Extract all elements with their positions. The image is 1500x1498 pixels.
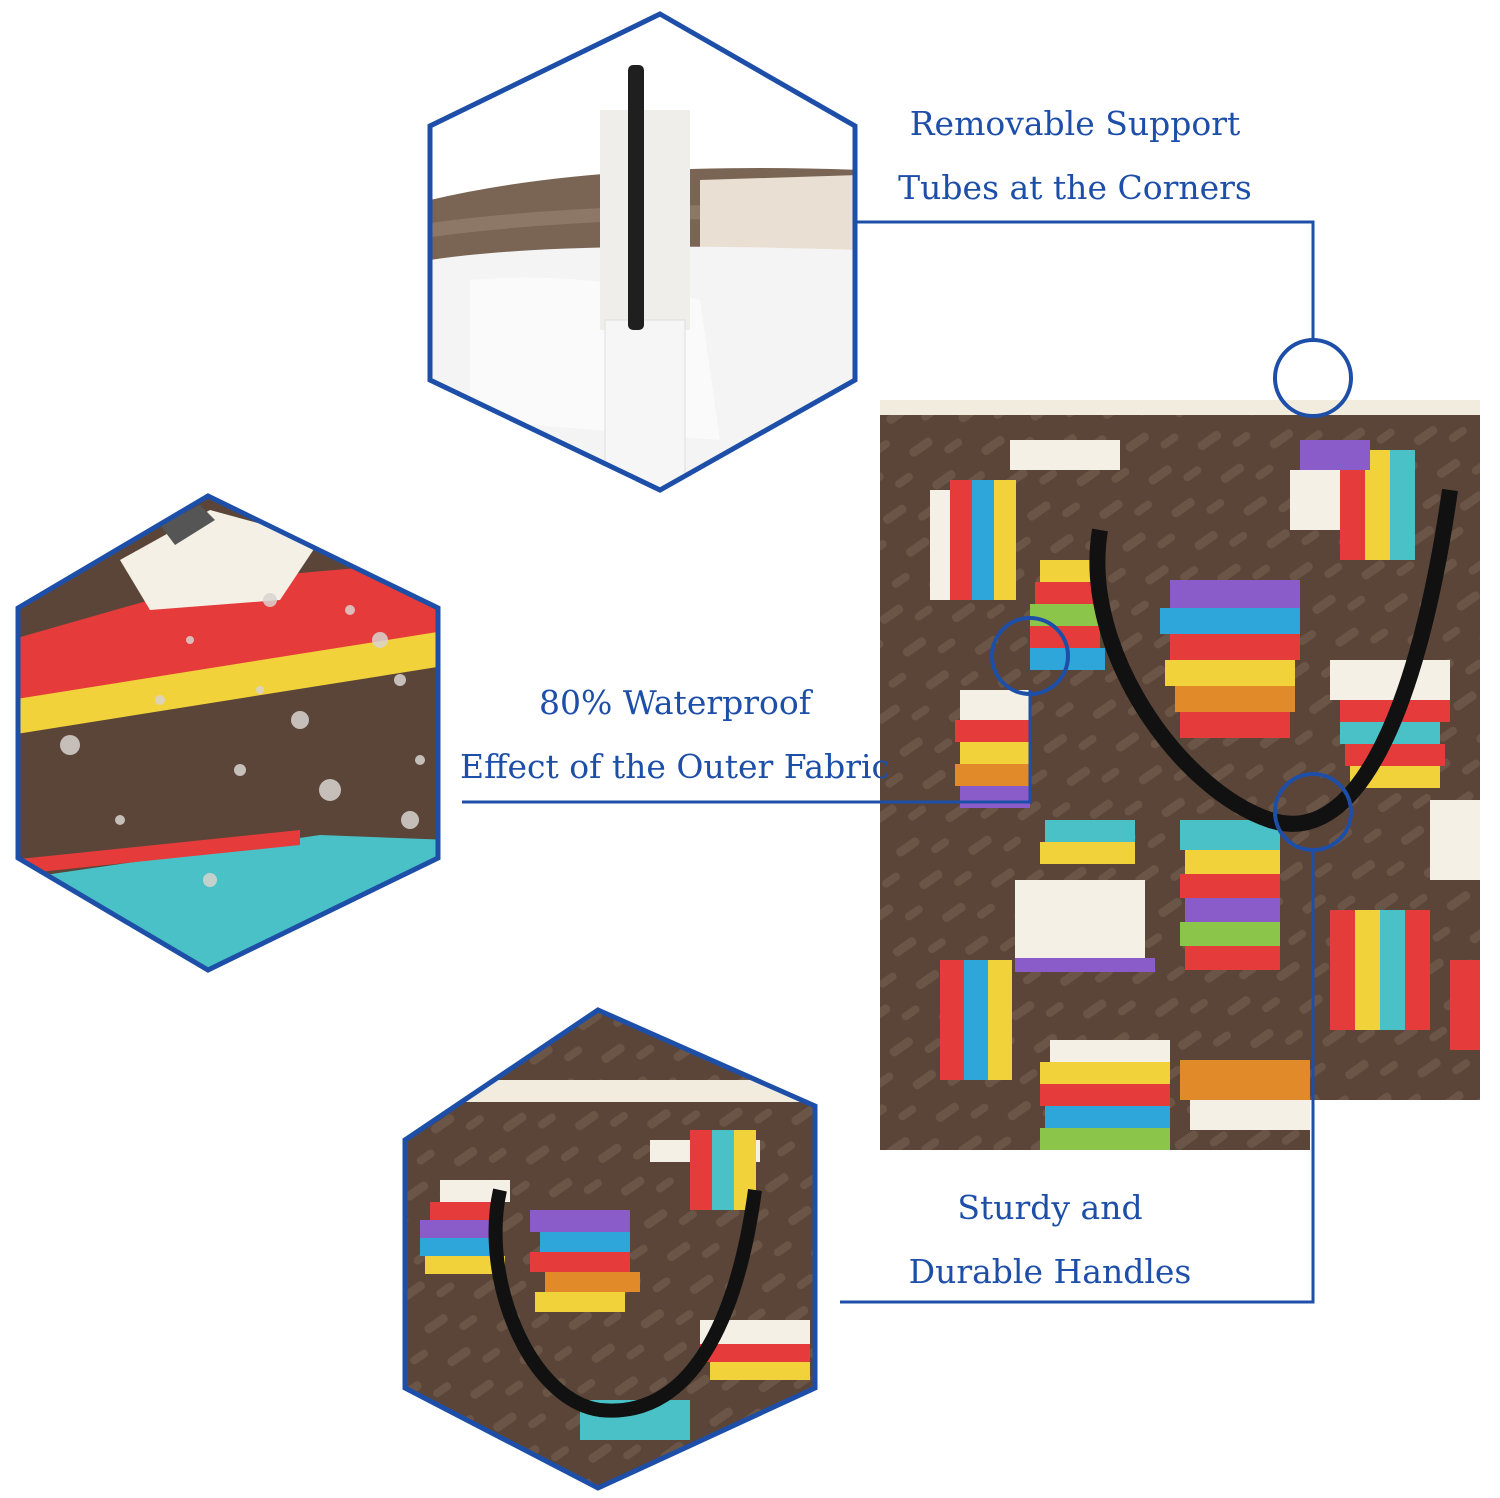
waterproof-line2: Effect of the Outer Fabric [459,747,891,786]
handles-label: Sturdy and Durable Handles [890,1176,1210,1304]
support-tube-icon [628,65,644,330]
support-tubes-label: Removable Support Tubes at the Corners [895,92,1255,220]
handles-line1: Sturdy and [957,1188,1143,1227]
handle-strap-icon [488,1188,762,1418]
laundry-basket [880,400,1480,1150]
handles-closeup [402,1007,818,1491]
book-stack [1160,580,1300,738]
support-tubes-line1: Removable Support [909,104,1241,143]
waterproof-closeup [15,493,441,973]
waterproof-callout-circle [990,616,1070,696]
book-stack [1290,440,1415,560]
callout-circles [990,338,1353,852]
support-tube-closeup [427,11,858,493]
book-stack [940,960,1170,1150]
support-tube-callout-circle [1273,338,1353,418]
book-stack [1015,820,1155,972]
waterproof-label: 80% Waterproof Effect of the Outer Fabri… [455,671,895,799]
callout-lines [462,220,1315,1304]
handle-callout-circle [1273,772,1353,852]
basket-handle-icon [1089,488,1458,832]
book-stack [955,690,1030,808]
book-stack [930,440,1120,600]
waterproof-line1: 80% Waterproof [539,683,811,722]
book-stack [1180,800,1480,1130]
support-tubes-line2: Tubes at the Corners [898,168,1252,207]
book-stack [1180,820,1280,970]
book-stack [1030,560,1105,670]
handles-line2: Durable Handles [908,1252,1192,1291]
